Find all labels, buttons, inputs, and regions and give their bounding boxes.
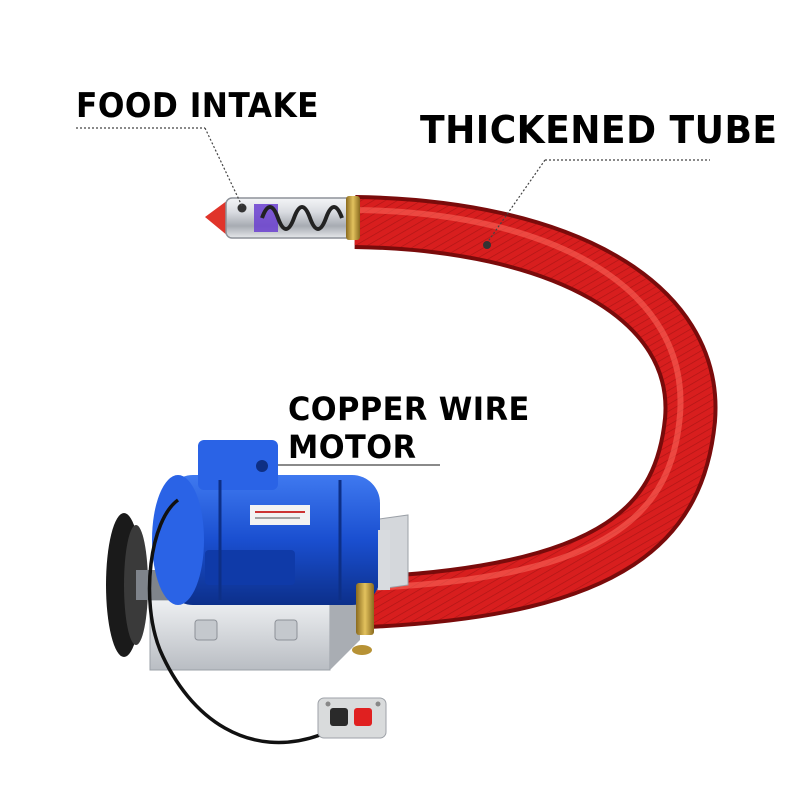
motor-junction-box: [198, 440, 278, 490]
switch-box: [317, 697, 387, 739]
intake-clamp: [346, 196, 360, 240]
motor-cable-gland: [256, 460, 268, 472]
intake-cone-tip: [205, 200, 228, 236]
power-cable: [147, 498, 321, 745]
intake-bolt: [237, 203, 247, 213]
motor-label-line-1: COPPER WIRE: [288, 390, 530, 428]
food-intake-label: FOOD INTAKE: [76, 86, 320, 126]
thickened-tube-label: THICKENED TUBE: [420, 108, 778, 152]
switch-button-dark: [330, 708, 348, 726]
switch-button-red: [354, 708, 372, 726]
motor-terminal-housing: [205, 550, 295, 585]
auger-spiral: [260, 205, 344, 231]
copper-wire-motor-label: COPPER WIRE MOTOR: [288, 390, 530, 466]
thickened-tube: [354, 195, 718, 629]
motor-label-line-2: MOTOR: [288, 428, 417, 466]
copper-wire-motor: [152, 440, 390, 605]
motor-nameplate: [250, 505, 310, 525]
tube-outlet-clamp: [352, 583, 374, 655]
food-intake-head: [205, 196, 360, 240]
